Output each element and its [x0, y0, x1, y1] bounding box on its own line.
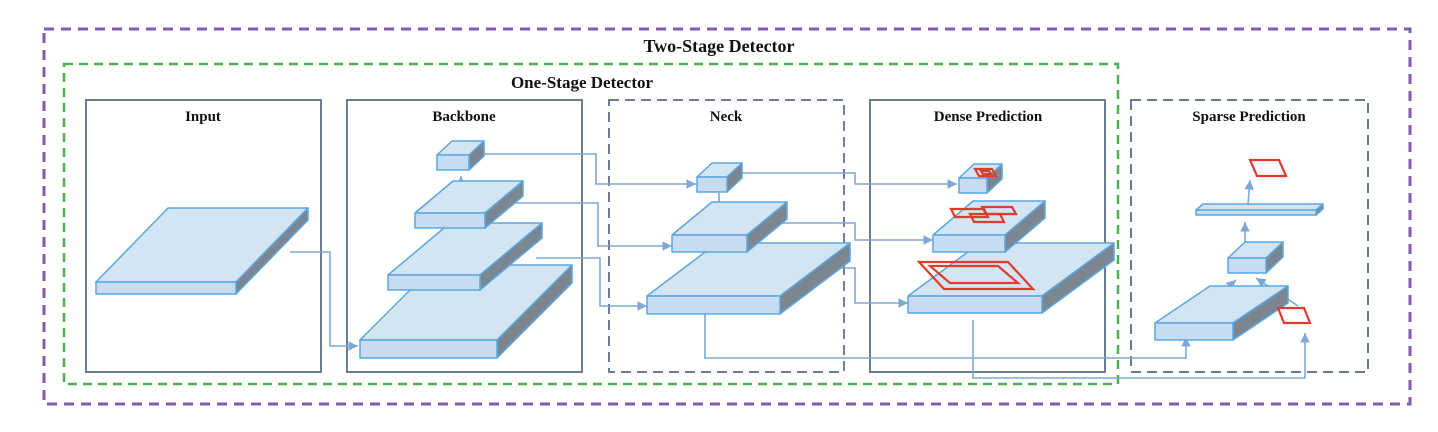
one-stage-detector-title: One-Stage Detector [511, 73, 654, 92]
input-panel-title: Input [185, 109, 221, 125]
backbone-c4-block [414, 180, 524, 229]
arrow-dense-to-sparse-box [972, 320, 1310, 379]
input-image-block [95, 207, 309, 295]
predicted-bounding-boxes [916, 158, 1312, 325]
backbone-c5-block [436, 140, 485, 171]
connection-arrows [290, 153, 1310, 379]
block-front-face [907, 295, 1043, 314]
sparse-fc-bar [1195, 203, 1324, 216]
sparse-prediction-panel [1130, 99, 1369, 373]
arrow-neck-to-sparse-roi [704, 312, 1191, 359]
block-front-face [1154, 322, 1234, 341]
block-front-face [932, 234, 1006, 253]
block-front-face [95, 281, 237, 295]
backbone-c3-block [387, 222, 543, 291]
input-panel [85, 99, 322, 373]
arrow-input-to-backbone [290, 251, 358, 351]
block-front-face [359, 339, 498, 359]
block-front-face [436, 154, 470, 171]
block-front-face [1195, 209, 1317, 216]
sparse-roi-feature-block [1154, 285, 1289, 341]
dense-p3-box-large [916, 260, 1036, 291]
block-front-face [646, 295, 781, 315]
sparse-proposal-box [1276, 306, 1312, 325]
backbone-panel [346, 99, 583, 373]
dense-prediction-panel-title: Dense Prediction [934, 109, 1043, 125]
arrow-backbone-c5-to-neck [484, 153, 696, 189]
block-front-face [696, 176, 728, 193]
neck-p4-block [671, 201, 788, 253]
block-top-face [1195, 203, 1324, 211]
sparse-prediction-panel-title: Sparse Prediction [1192, 109, 1306, 125]
arrow-backbone-c4-to-neck [508, 202, 672, 251]
dense-p5-box-inner [978, 169, 994, 176]
two-stage-detector-frame [42, 27, 1412, 406]
sparse-output-box [1248, 158, 1288, 178]
arrow-neck-p5-to-dense [740, 172, 957, 189]
one-stage-detector-frame [62, 62, 1120, 386]
backbone-panel-title: Backbone [432, 109, 496, 125]
arrow-fc-to-output [1244, 179, 1254, 205]
neck-p5-block [696, 162, 743, 193]
arrow-neck-p4-to-dense [762, 222, 933, 245]
backbone-c2-block [359, 264, 573, 359]
block-front-face [958, 177, 988, 194]
neck-panel-title: Neck [710, 109, 743, 125]
arrow-backbone-c3-to-neck [536, 257, 647, 311]
block-front-face [387, 274, 481, 291]
dense-p5-box-outer [973, 167, 998, 178]
neck-p3-block [646, 242, 851, 315]
sparse-head-block [1227, 241, 1284, 274]
block-front-face [671, 234, 748, 253]
dense-prediction-panel [869, 99, 1106, 373]
block-front-face [414, 212, 486, 229]
two-stage-detector-title: Two-Stage Detector [643, 36, 794, 56]
dense-p4-box-c [980, 205, 1018, 216]
block-front-face [1227, 257, 1267, 274]
neck-panel [608, 99, 845, 373]
dense-p3-box-small [927, 264, 1021, 285]
